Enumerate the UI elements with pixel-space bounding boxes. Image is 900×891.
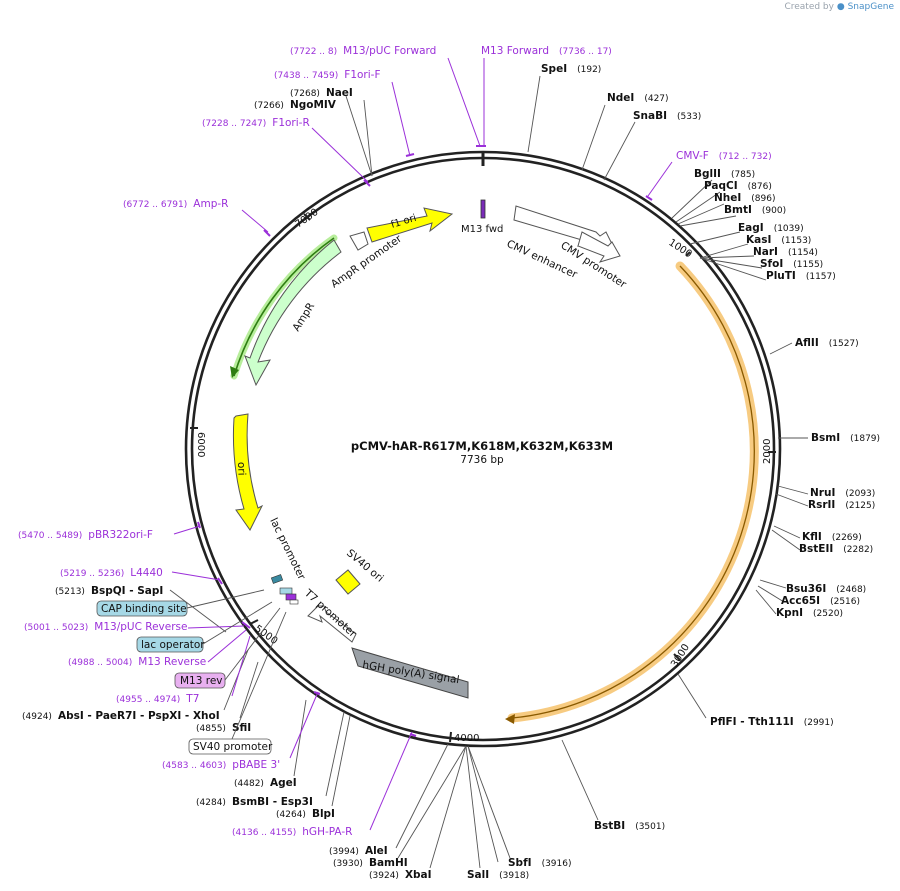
enzyme-snaBI[interactable]: SnaBI(533) <box>633 110 701 122</box>
sv40-promoter-box[interactable]: SV40 promoter <box>188 738 273 755</box>
enzyme-bmtI[interactable]: BmtI(900) <box>724 204 786 216</box>
enzyme-paqCI[interactable]: PaqCI(876) <box>704 180 772 192</box>
svg-text:M13 rev: M13 rev <box>180 675 223 687</box>
primer-12[interactable]: (4136 .. 4155)hGH-PA-R <box>232 826 352 838</box>
enzyme-labels: SpeI(192) NdeI(427) SnaBI(533) BglII(785… <box>22 63 880 881</box>
primer-5[interactable]: CMV-F(712 .. 732) <box>676 150 772 162</box>
enzyme-pluTI[interactable]: PluTI(1157) <box>766 270 836 282</box>
tick-2000: 2000 <box>762 439 773 464</box>
m13-fwd-label: M13 fwd <box>461 224 503 235</box>
svg-text:CAP binding site: CAP binding site <box>101 603 187 615</box>
primer-4[interactable]: (6772 .. 6791)Amp-R <box>123 198 228 210</box>
ampr-highlight <box>230 234 338 380</box>
feature-ori[interactable]: ori <box>232 413 264 531</box>
lac-elements[interactable] <box>270 574 299 605</box>
enzyme-ndeI[interactable]: NdeI(427) <box>607 92 669 104</box>
enzyme-nheI[interactable]: NheI(896) <box>714 192 776 204</box>
enzyme-sfoI[interactable]: SfoI(1155) <box>760 258 823 270</box>
tick-marks <box>190 213 776 743</box>
enzyme-salI[interactable]: SalI(3918) <box>467 869 529 881</box>
primer-0[interactable]: (7722 .. 8)M13/pUC Forward <box>290 45 436 57</box>
svg-text:lac operator: lac operator <box>141 639 205 651</box>
enzyme-eagI[interactable]: EagI(1039) <box>738 222 804 234</box>
enzyme-ngoMIV[interactable]: (7266)NgoMIV <box>254 99 337 111</box>
primer-8[interactable]: (5001 .. 5023)M13/pUC Reverse <box>24 621 187 633</box>
enzyme-bsu36I[interactable]: Bsu36I(2468) <box>786 583 866 595</box>
feature-lac-promoter[interactable]: lac promoter <box>267 516 308 582</box>
lac-operator-box[interactable]: lac operator <box>136 636 205 653</box>
enzyme-nruI[interactable]: NruI(2093) <box>810 487 875 499</box>
enzyme-blpI[interactable]: (4264)BlpI <box>276 808 335 820</box>
lac-promoter-label: lac promoter <box>267 516 308 582</box>
primer-3[interactable]: (7228 .. 7247)F1ori-R <box>202 117 310 129</box>
enzyme-bstBI[interactable]: BstBI(3501) <box>594 820 665 832</box>
primer-6[interactable]: (5470 .. 5489)pBR322ori-F <box>18 529 153 541</box>
enzyme-kasI[interactable]: KasI(1153) <box>746 234 811 246</box>
svg-text:SV40 promoter: SV40 promoter <box>193 741 273 753</box>
feature-m13-fwd[interactable]: M13 fwd <box>461 199 503 235</box>
enzyme-bsmBI-esp3I[interactable]: (4284)BsmBI - Esp3I <box>196 796 313 808</box>
hgh-polya-label: hGH poly(A) signal <box>362 659 461 686</box>
tick-4000: 4000 <box>454 733 479 744</box>
snapgene-logo-icon: ● <box>836 2 845 12</box>
enzyme-acc65I[interactable]: Acc65I(2516) <box>781 595 860 607</box>
primer-7[interactable]: (5219 .. 5236)L4440 <box>60 567 163 579</box>
enzyme-aflII[interactable]: AflII(1527) <box>795 337 859 349</box>
plasmid-size: 7736 bp <box>460 454 504 466</box>
feature-t7-promoter[interactable]: T7 promoter <box>301 587 359 643</box>
credit-brand: SnapGene <box>847 2 894 12</box>
snapgene-credit: Created by ● SnapGene <box>784 2 894 12</box>
cap-binding-site-box[interactable]: CAP binding site <box>96 600 188 617</box>
enzyme-sapI[interactable]: (5213)BspQI - SapI <box>55 585 163 597</box>
primer-labels: (7722 .. 8)M13/pUC Forward M13 Forward(7… <box>18 45 772 838</box>
primer-10[interactable]: (4955 .. 4974)T7 <box>116 693 199 705</box>
feature-f1-ori[interactable]: f1 ori <box>366 207 454 243</box>
backbone <box>184 150 782 748</box>
primer-9[interactable]: (4988 .. 5004)M13 Reverse <box>68 656 206 668</box>
plasmid-name: pCMV-hAR-R617M,K618M,K632M,K633M <box>351 439 613 453</box>
enzyme-kflI[interactable]: KflI(2269) <box>802 531 862 543</box>
feature-ampr-promoter[interactable]: AmpR promoter <box>329 231 405 290</box>
credit-prefix: Created by <box>784 2 834 12</box>
enzyme-kpnI[interactable]: KpnI(2520) <box>776 607 843 619</box>
m13-rev-box[interactable]: M13 rev <box>174 672 226 689</box>
enzyme-rsrII[interactable]: RsrII(2125) <box>808 499 875 511</box>
enzyme-leaders <box>169 75 809 869</box>
primer-11[interactable]: (4583 .. 4603)pBABE 3' <box>162 759 280 771</box>
orf-highlight <box>505 261 759 724</box>
primer-1[interactable]: M13 Forward(7736 .. 17) <box>481 45 612 57</box>
enzyme-narI[interactable]: NarI(1154) <box>753 246 818 258</box>
enzyme-bamHI[interactable]: (3930)BamHI <box>333 857 408 869</box>
enzyme-sfiI[interactable]: (4855)SfiI <box>196 722 251 734</box>
primer-2[interactable]: (7438 .. 7459)F1ori-F <box>274 69 381 81</box>
enzyme-pflFI-tth111I[interactable]: PflFI - Tth111I(2991) <box>710 716 834 728</box>
enzyme-sbfI[interactable]: SbfI(3916) <box>508 857 572 869</box>
enzyme-bstEII[interactable]: BstEII(2282) <box>799 543 873 555</box>
tick-1000: 1000 <box>666 237 693 260</box>
boxed-labels: CAP binding site lac operator M13 rev SV… <box>96 600 273 755</box>
tick-6000: 6000 <box>195 432 206 457</box>
enzyme-aleI[interactable]: (3994)AleI <box>329 845 388 857</box>
ampr-label: AmpR <box>290 301 317 334</box>
enzyme-xbaI[interactable]: (3924)XbaI <box>369 869 432 881</box>
enzyme-naeI[interactable]: (7268)NaeI <box>290 87 353 99</box>
enzyme-ageI[interactable]: (4482)AgeI <box>234 777 297 789</box>
enzyme-speI[interactable]: SpeI(192) <box>541 63 601 75</box>
feature-sv40-ori[interactable]: SV40 ori <box>335 547 386 595</box>
ori-label: ori <box>235 462 247 476</box>
feature-hgh-polya[interactable]: hGH poly(A) signal <box>351 647 469 699</box>
enzyme-xhoI-group[interactable]: (4924)AbsI - PaeR7I - PspXI - XhoI <box>22 710 220 722</box>
enzyme-bsmI[interactable]: BsmI(1879) <box>811 432 880 444</box>
enzyme-bglII[interactable]: BglII(785) <box>694 168 755 180</box>
primer-leaders <box>171 57 673 831</box>
feature-cmv[interactable]: CMV enhancer CMV promoter <box>505 205 629 291</box>
boxed-leaders <box>186 589 287 740</box>
